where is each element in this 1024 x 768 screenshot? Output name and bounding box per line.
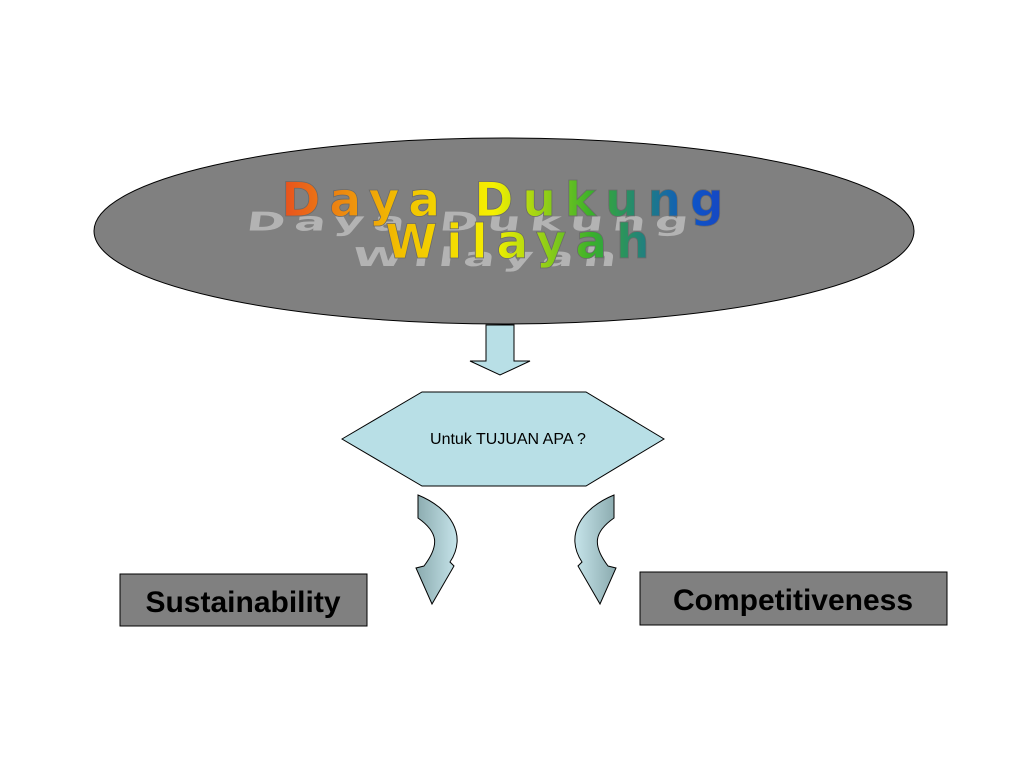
title-shadow-line2: Wilayah bbox=[351, 242, 628, 272]
question-hexagon bbox=[341, 391, 665, 487]
title-line1: Daya Dukung bbox=[281, 173, 732, 228]
title-shadow: Daya Dukung Wilayah bbox=[245, 207, 700, 273]
competitiveness-box bbox=[639, 571, 948, 626]
title-shadow-line1: Daya Dukung bbox=[245, 207, 700, 237]
sustainability-box bbox=[119, 573, 368, 627]
down-arrow-icon bbox=[469, 324, 531, 376]
title-line2: Wilayah bbox=[385, 215, 658, 270]
title-ellipse bbox=[93, 137, 915, 325]
curved-arrow-left-icon bbox=[415, 494, 458, 606]
sustainability-label: Sustainability bbox=[145, 586, 340, 619]
curved-arrow-right-icon bbox=[574, 494, 617, 606]
question-text: Untuk TUJUAN APA ? bbox=[430, 431, 586, 448]
competitiveness-label: Competitiveness bbox=[673, 584, 913, 617]
